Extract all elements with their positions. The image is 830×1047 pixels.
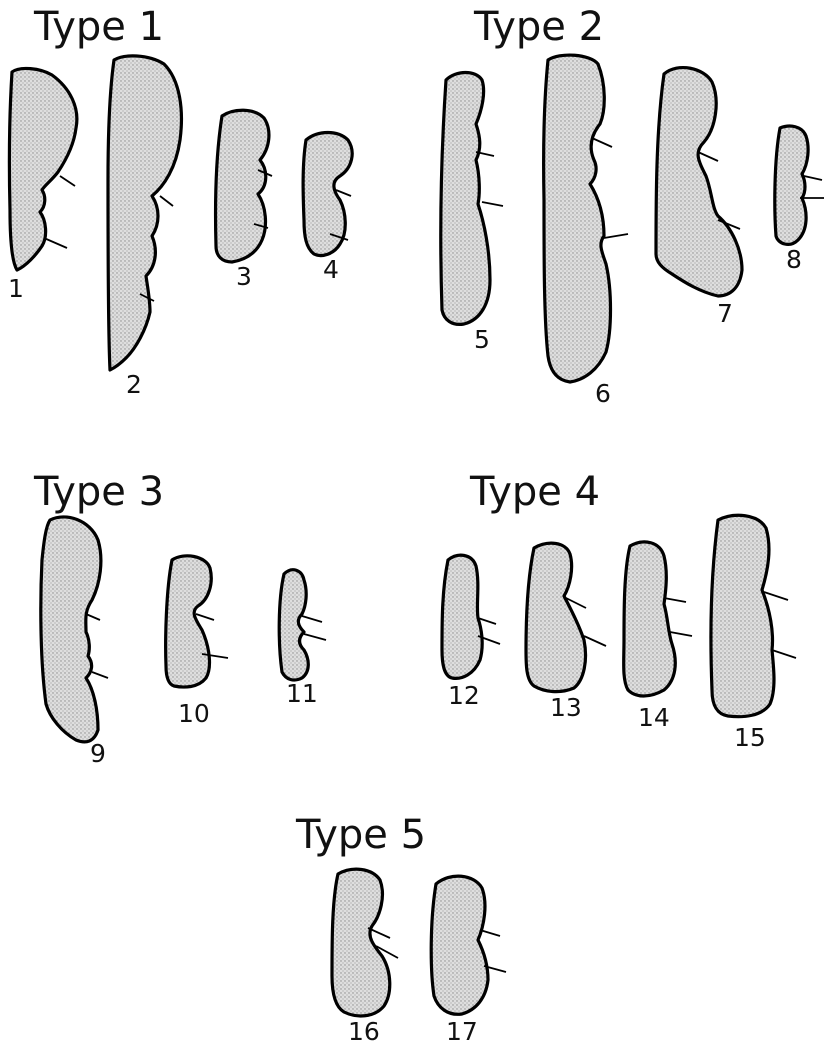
type-3-heading: Type 3 (33, 469, 164, 515)
type-5-heading: Type 5 (295, 812, 426, 858)
chromosome-label-1: 1 (8, 274, 24, 303)
chromosome-15 (711, 515, 796, 716)
chromosome-label-15: 15 (734, 723, 766, 752)
chromosome-label-7: 7 (717, 299, 733, 328)
chromosome-label-17: 17 (446, 1017, 478, 1046)
chromosome-7 (656, 68, 742, 296)
chromosome-label-5: 5 (474, 325, 490, 354)
chromosome-6 (544, 55, 628, 382)
chromosome-label-11: 11 (286, 679, 318, 708)
chromosome-label-4: 4 (323, 255, 339, 284)
type-1-group: Type 1 1 2 3 4 (8, 4, 352, 399)
chromosome-label-2: 2 (126, 370, 142, 399)
chromosome-4 (303, 133, 352, 256)
chromosome-label-12: 12 (448, 681, 480, 710)
chromosome-17 (431, 876, 506, 1014)
chromosome-9 (41, 517, 108, 742)
chromosome-14 (624, 542, 692, 696)
type-2-group: Type 2 5 6 7 8 (441, 4, 824, 408)
chromosome-label-14: 14 (638, 703, 670, 732)
type-4-group: Type 4 12 13 14 15 (442, 469, 796, 752)
chromosome-label-16: 16 (348, 1017, 380, 1046)
chromosome-label-9: 9 (90, 739, 106, 768)
chromosome-8 (775, 126, 824, 244)
chromosome-label-8: 8 (786, 245, 802, 274)
type-1-heading: Type 1 (33, 4, 164, 50)
type-2-heading: Type 2 (473, 4, 604, 50)
type-4-heading: Type 4 (469, 469, 600, 515)
chromosome-10 (166, 556, 228, 687)
chromosome-label-10: 10 (178, 699, 210, 728)
chromosome-1 (9, 68, 76, 270)
chromosome-16 (332, 869, 398, 1016)
chromosome-label-13: 13 (550, 693, 582, 722)
type-3-group: Type 3 9 10 11 (33, 469, 326, 768)
chromosome-label-6: 6 (595, 379, 611, 408)
chromosome-11 (279, 570, 326, 680)
chromosome-5 (441, 73, 503, 325)
chromosome-2 (108, 56, 181, 370)
chromosome-12 (442, 555, 500, 678)
chromosome-label-3: 3 (236, 262, 252, 291)
chromosome-3 (216, 110, 272, 262)
chromosome-13 (526, 543, 606, 691)
type-5-group: Type 5 16 17 (295, 812, 506, 1046)
